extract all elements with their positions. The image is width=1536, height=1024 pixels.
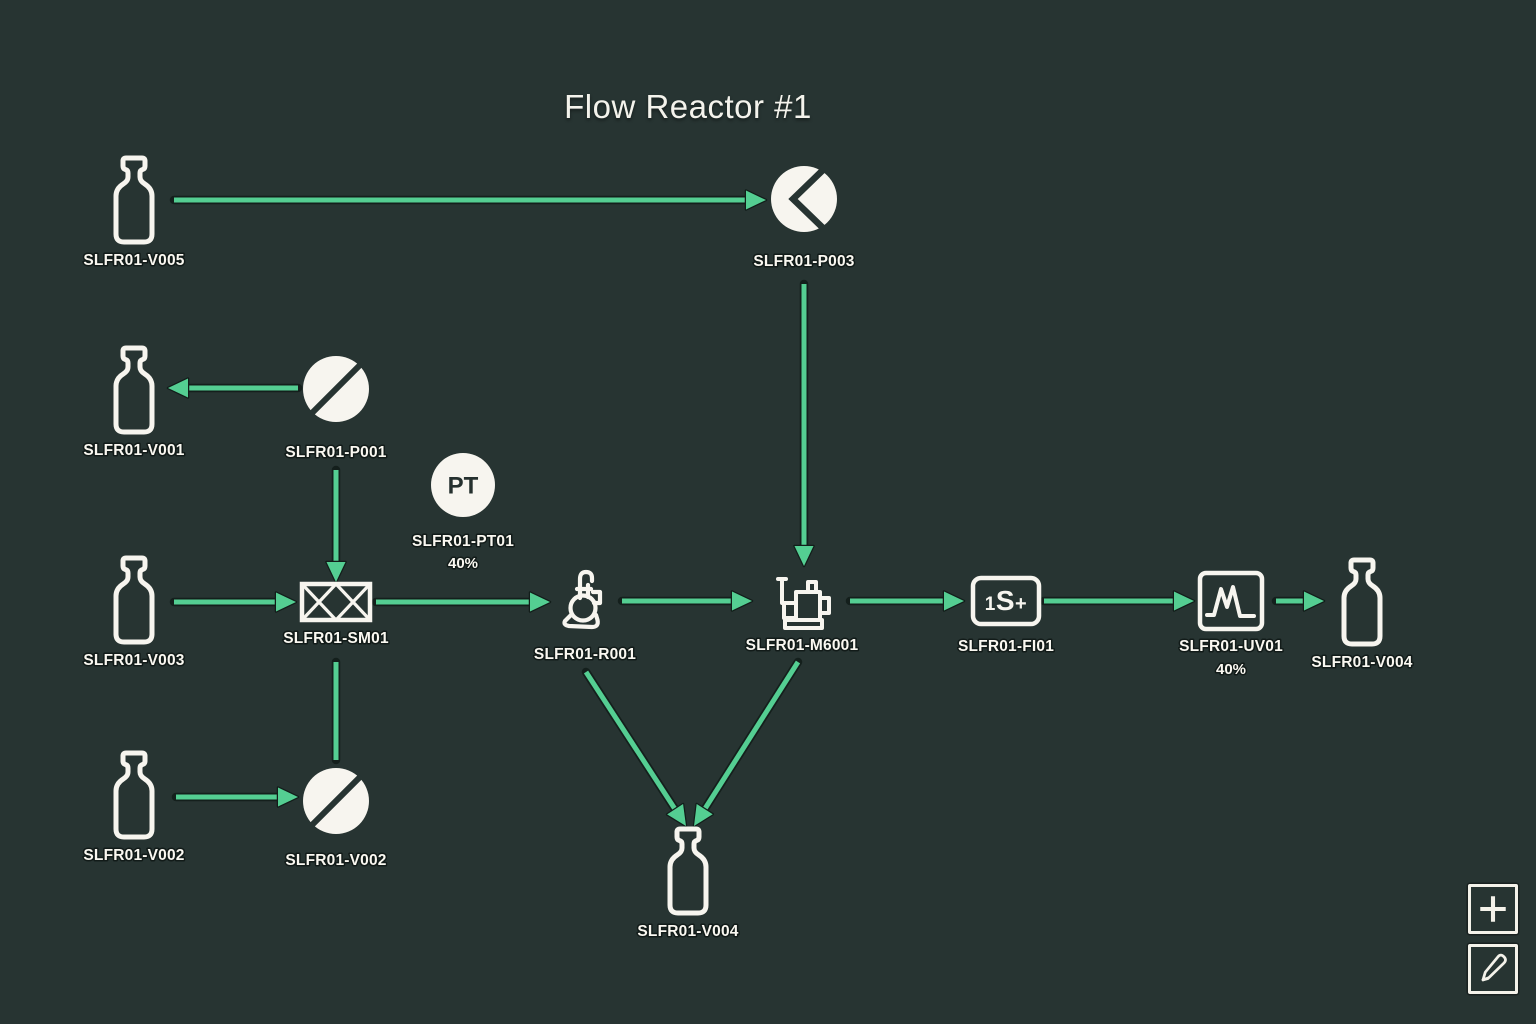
flow-arrow [581,667,688,828]
bottle-icon [113,155,155,245]
edge-layer [166,189,1326,828]
flow-arrow [1039,590,1196,612]
pump-notch-icon [771,166,837,232]
node-label: SLFR01-UV01 [1179,638,1283,655]
diagram-toolbar [1468,884,1518,994]
flow-arrow [169,591,298,613]
node-v004c[interactable]: SLFR01-V004 [636,826,740,942]
flow-arrow [617,590,754,612]
bottle-icon [113,750,155,840]
node-label: SLFR01-V002 [285,852,386,869]
node-label: SLFR01-V005 [83,252,184,269]
page-title: Flow Reactor #1 [564,88,812,125]
node-uv01[interactable]: SLFR01-UV01 40% [1178,570,1284,680]
node-fi01[interactable]: 1S+ SLFR01-FI01 [956,575,1056,657]
node-label: SLFR01-R001 [534,646,636,663]
edit-button[interactable] [1468,944,1518,994]
node-label: SLFR01-SM01 [283,630,389,647]
plus-icon [1480,896,1506,922]
sensor-box-icon: 1S+ [970,575,1042,627]
node-v002b[interactable]: SLFR01-V002 [82,750,186,866]
pump-machine-icon [776,577,831,630]
add-button[interactable] [1468,884,1518,934]
node-label: SLFR01-M6001 [746,637,859,654]
node-label: SLFR01-P003 [753,253,854,270]
node-label: SLFR01-PT01 [412,533,514,550]
node-label: SLFR01-V002 [83,847,184,864]
static-mixer-icon [299,581,373,623]
node-label: SLFR01-P001 [285,444,386,461]
bottle-icon [113,345,155,435]
bottle-icon [667,826,709,916]
node-p003[interactable]: SLFR01-P003 [752,166,856,272]
pump-slash-icon [303,768,369,834]
bottle-icon [1341,557,1383,647]
svg-text:PT: PT [448,473,479,500]
node-label: SLFR01-V004 [1311,654,1412,671]
node-pt01[interactable]: PT SLFR01-PT01 40% [410,453,516,574]
node-v005[interactable]: SLFR01-V005 [82,155,186,271]
node-v004r[interactable]: SLFR01-V004 [1310,557,1414,673]
flow-arrow [325,465,347,584]
reactor-flask-icon [562,569,603,630]
flow-arrow [793,279,815,568]
flow-arrow [692,657,803,828]
pump-slash-icon [303,356,369,422]
flow-arrow [845,590,966,612]
node-r001[interactable]: SLFR01-R001 [532,569,638,665]
pencil-icon [1481,953,1507,982]
pt-circle-icon: PT [431,453,495,517]
node-label: SLFR01-V001 [83,442,184,459]
node-label: SLFR01-V003 [83,652,184,669]
uv-detector-icon [1197,570,1265,632]
node-p001[interactable]: SLFR01-P001 [284,356,388,463]
node-m6001[interactable]: SLFR01-M6001 [744,577,860,656]
flow-arrow [171,786,300,808]
node-v003[interactable]: SLFR01-V003 [82,555,186,671]
flow-arrow [166,377,303,399]
node-v001[interactable]: SLFR01-V001 [82,345,186,461]
flow-arrow [1271,590,1326,612]
node-v002c[interactable]: SLFR01-V002 [284,768,388,871]
node-label: SLFR01-FI01 [958,638,1054,655]
node-label: SLFR01-V004 [637,923,738,940]
flow-arrow [169,189,768,211]
node-sm01[interactable]: SLFR01-SM01 [282,581,390,649]
bottle-icon [113,555,155,645]
svg-text:1S+: 1S+ [985,585,1027,616]
node-sublabel: 40% [448,555,478,572]
node-sublabel: 40% [1216,661,1246,678]
flow-arrow [371,591,552,613]
